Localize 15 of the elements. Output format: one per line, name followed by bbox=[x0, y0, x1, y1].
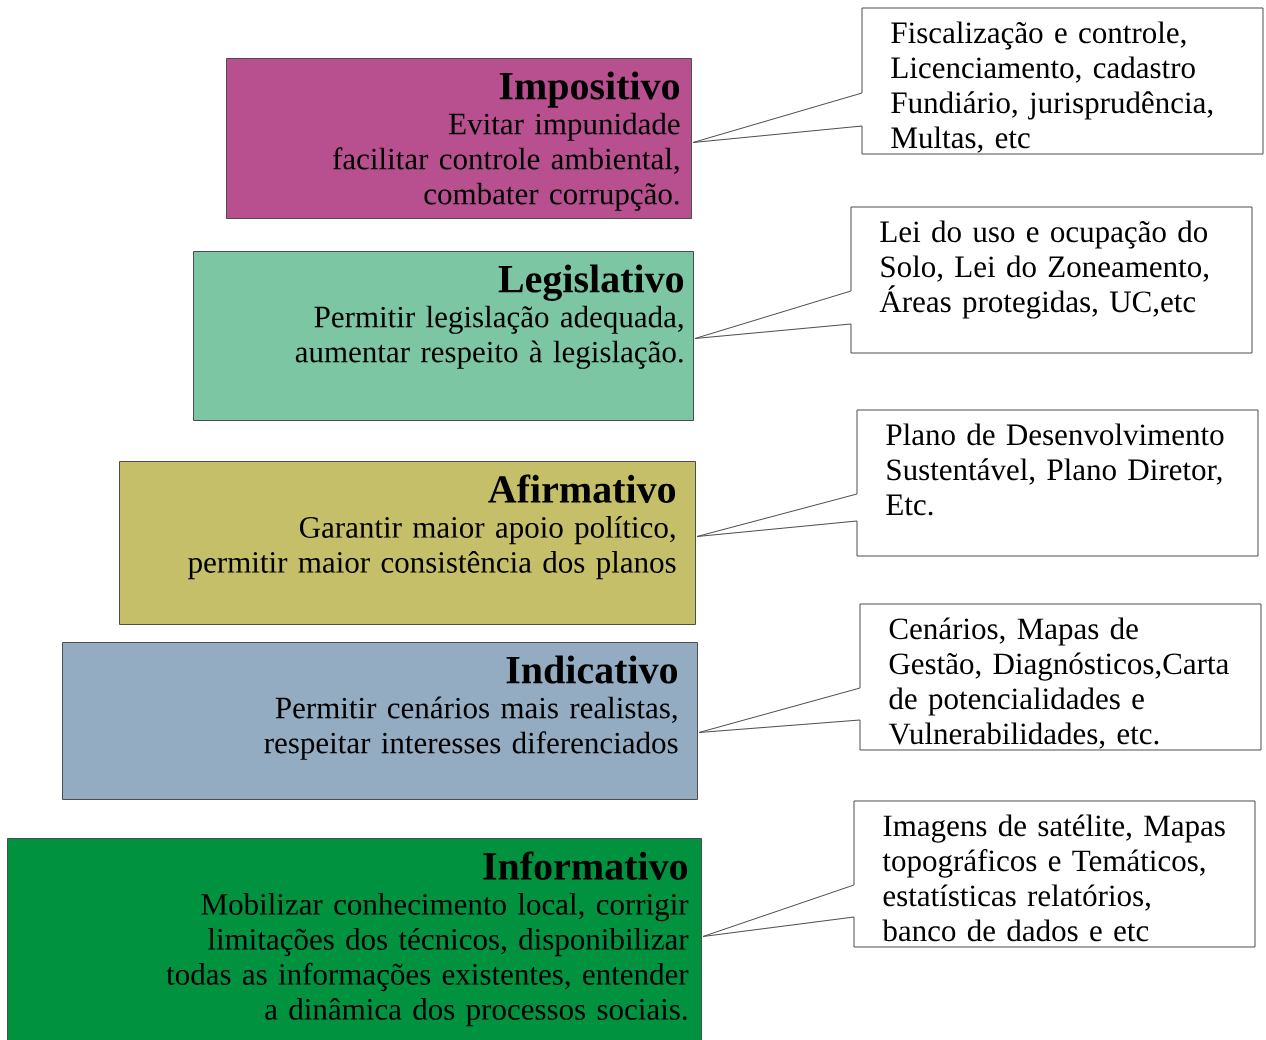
callout-pointer bbox=[702, 884, 855, 937]
callout-box: Lei do uso e ocupação do Solo, Lei do Zoneamento, Áreas protegidas, UC,etc bbox=[850, 206, 1253, 354]
plan-box: Informativo Mobilizar conhecimento local, corrigir limitações dos técnicos, disponibilizar todas as informações existentes, entender a dinâmica dos processos sociais. bbox=[7, 838, 702, 1040]
plan-box: Afirmativo Garantir maior apoio político, permitir maior consistência dos planos bbox=[119, 461, 696, 625]
callout-pointer bbox=[692, 92, 863, 143]
plan-box: Impositivo Evitar impunidade facilitar controle ambiental, combater corrupção. bbox=[226, 58, 692, 219]
callout-pointer bbox=[696, 493, 858, 537]
callout-box: Fiscalização e controle, Licenciamento, cadastro Fundiário, jurisprudência, Multas, etc bbox=[861, 7, 1264, 155]
callout-pointer bbox=[694, 290, 852, 339]
plan-box: Legislativo Permitir legislação adequada, aumentar respeito à legislação. bbox=[193, 251, 694, 421]
callout-box: Imagens de satélite, Mapas topográficos e Temáticos, estatísticas relatórios, banco de dados e etc bbox=[853, 800, 1256, 948]
callout-pointer bbox=[698, 687, 861, 733]
plan-box: Indicativo Permitir cenários mais realistas, respeitar interesses diferenciados bbox=[62, 642, 698, 800]
callout-box: Cenários, Mapas de Gestão, Diagnósticos,Carta de potencialidades e Vulnerabilidades, etc. bbox=[859, 603, 1262, 751]
callout-box: Plano de Desenvolvimento Sustentável, Plano Diretor, Etc. bbox=[856, 409, 1259, 557]
